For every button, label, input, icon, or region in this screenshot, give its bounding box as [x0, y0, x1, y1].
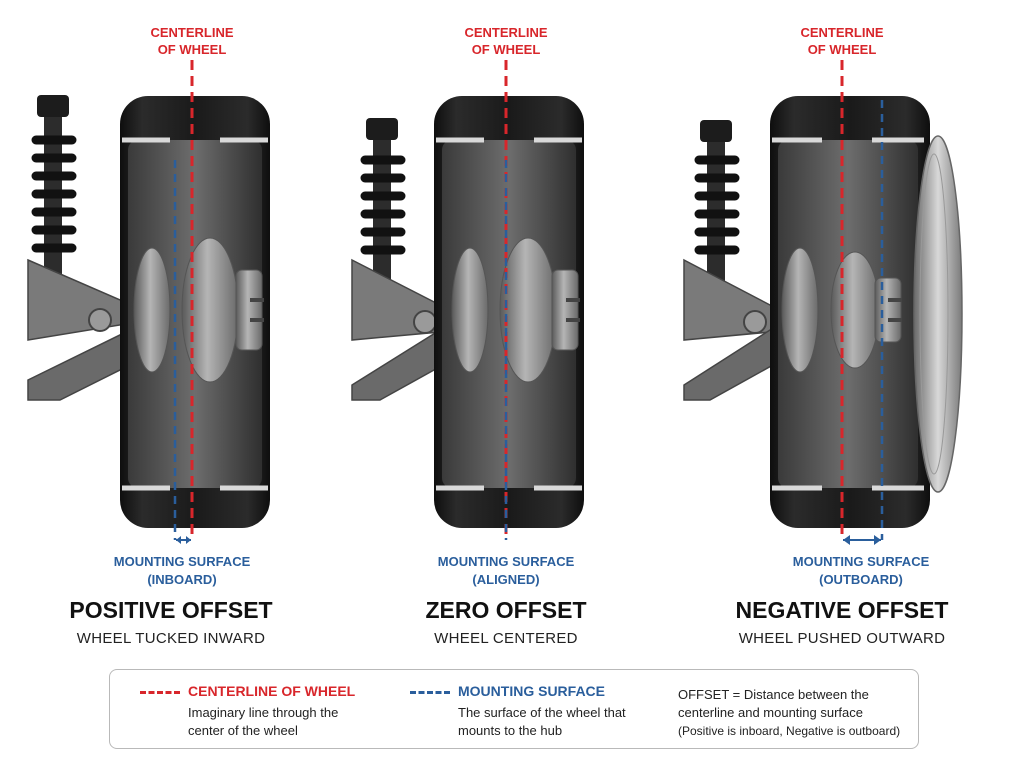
mount-label-negative-line1: MOUNTING SURFACE: [793, 554, 930, 569]
subtitle-negative: WHEEL PUSHED OUTWARD: [739, 630, 946, 647]
centerline-label-negative-line2: OF WHEEL: [808, 42, 877, 57]
legend-centerline-line1: Imaginary line through the: [188, 704, 338, 722]
legend-centerline-title: CENTERLINE OF WHEEL: [188, 683, 355, 699]
centerline-label-zero-line2: OF WHEEL: [472, 42, 541, 57]
centerline-label-positive-line2: OF WHEEL: [158, 42, 227, 57]
title-zero: ZERO OFFSET: [426, 597, 587, 623]
wheel-negative: [770, 96, 962, 528]
legend-offset-line1: OFFSET = Distance between the: [678, 686, 900, 704]
title-positive: POSITIVE OFFSET: [69, 597, 272, 623]
panel-zero: [352, 96, 584, 528]
mount-label-positive-line2: (INBOARD): [147, 572, 216, 587]
offset-arrow-positive: [176, 536, 191, 544]
mounting-labels: MOUNTING SURFACE (INBOARD) MOUNTING SURF…: [114, 554, 930, 587]
wheel-positive: [120, 96, 270, 528]
mount-label-zero-line1: MOUNTING SURFACE: [438, 554, 575, 569]
centerline-labels: CENTERLINE OF WHEEL CENTERLINE OF WHEEL …: [150, 25, 883, 57]
subtitle-zero: WHEEL CENTERED: [434, 630, 578, 647]
centerline-label-negative-line1: CENTERLINE: [800, 25, 883, 40]
panel-titles: POSITIVE OFFSET WHEEL TUCKED INWARD ZERO…: [69, 597, 948, 647]
legend-mounting-line2: mounts to the hub: [458, 722, 626, 740]
wheel-zero: [434, 96, 584, 528]
legend-mounting-desc: The surface of the wheel that mounts to …: [458, 704, 626, 740]
mount-label-positive-line1: MOUNTING SURFACE: [114, 554, 251, 569]
legend-offset-desc: OFFSET = Distance between the centerline…: [678, 686, 900, 740]
offset-arrow-negative: [843, 535, 881, 545]
mount-label-zero-line2: (ALIGNED): [472, 572, 539, 587]
legend-offset-line2: centerline and mounting surface: [678, 704, 900, 722]
subtitle-positive: WHEEL TUCKED INWARD: [77, 630, 266, 647]
legend-offset-line3: (Positive is inboard, Negative is outboa…: [678, 722, 900, 740]
legend: CENTERLINE OF WHEEL Imaginary line throu…: [109, 669, 919, 749]
title-negative: NEGATIVE OFFSET: [736, 597, 949, 623]
legend-mounting-title: MOUNTING SURFACE: [458, 683, 605, 699]
centerline-legend-swatch: [140, 691, 180, 694]
centerline-label-zero-line1: CENTERLINE: [464, 25, 547, 40]
panel-positive: [28, 95, 270, 528]
centerline-label-positive-line1: CENTERLINE: [150, 25, 233, 40]
mounting-legend-swatch: [410, 691, 450, 694]
legend-mounting-line1: The surface of the wheel that: [458, 704, 626, 722]
legend-centerline-line2: center of the wheel: [188, 722, 338, 740]
panel-negative: [684, 96, 962, 528]
legend-centerline-desc: Imaginary line through the center of the…: [188, 704, 338, 740]
mount-label-negative-line2: (OUTBOARD): [819, 572, 903, 587]
